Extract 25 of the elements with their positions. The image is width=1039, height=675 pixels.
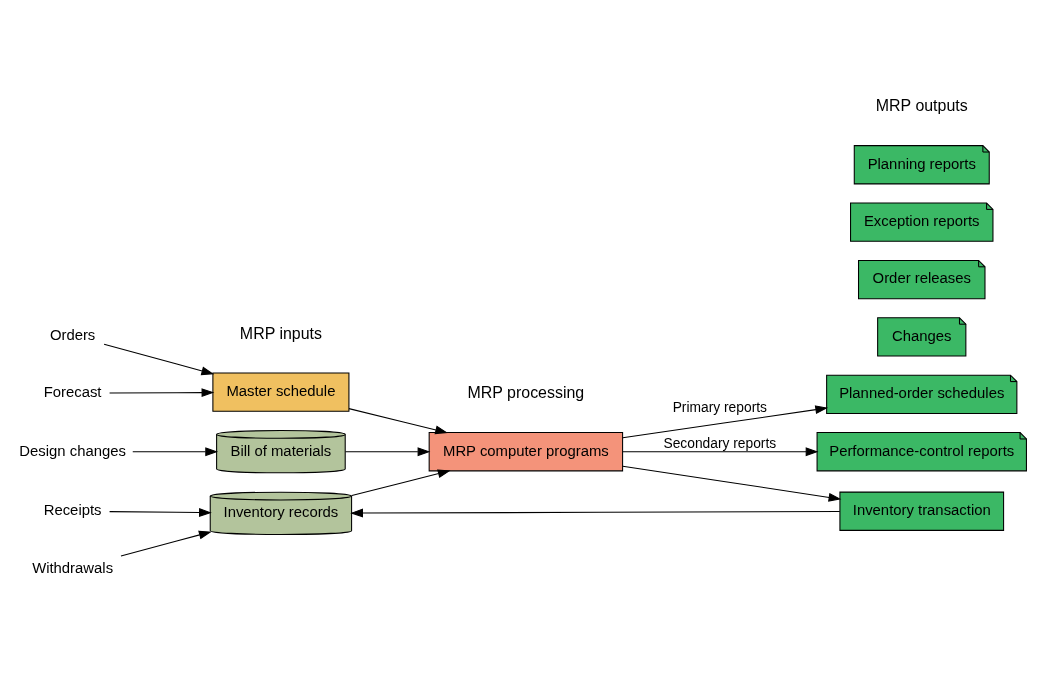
arrow <box>109 387 215 397</box>
arrow <box>622 465 842 502</box>
arrow <box>132 446 219 456</box>
arrow <box>348 407 448 434</box>
node-text: Design changes <box>19 442 126 459</box>
arrow <box>351 468 451 496</box>
arrow <box>350 508 841 518</box>
label: MRP processing <box>467 383 585 401</box>
node-text: Receipts <box>43 501 102 518</box>
arrow <box>344 446 431 456</box>
node-text: Forecast <box>43 383 102 400</box>
node-box: MRP computer programs <box>428 431 624 471</box>
label: MRP outputs <box>875 96 968 114</box>
arrow <box>622 404 829 438</box>
arrow <box>622 446 819 456</box>
node-box: Master schedule <box>212 372 350 412</box>
edge-label: Secondary reports <box>663 434 777 451</box>
arrow <box>109 507 212 517</box>
arrow <box>120 530 212 556</box>
node-text: Withdrawals <box>32 559 114 576</box>
arrow <box>103 343 215 375</box>
edge-label: Primary reports <box>672 398 767 415</box>
label: MRP inputs <box>239 324 322 342</box>
node-text: Orders <box>49 326 96 343</box>
node-box: Inventory transaction <box>839 491 1005 531</box>
